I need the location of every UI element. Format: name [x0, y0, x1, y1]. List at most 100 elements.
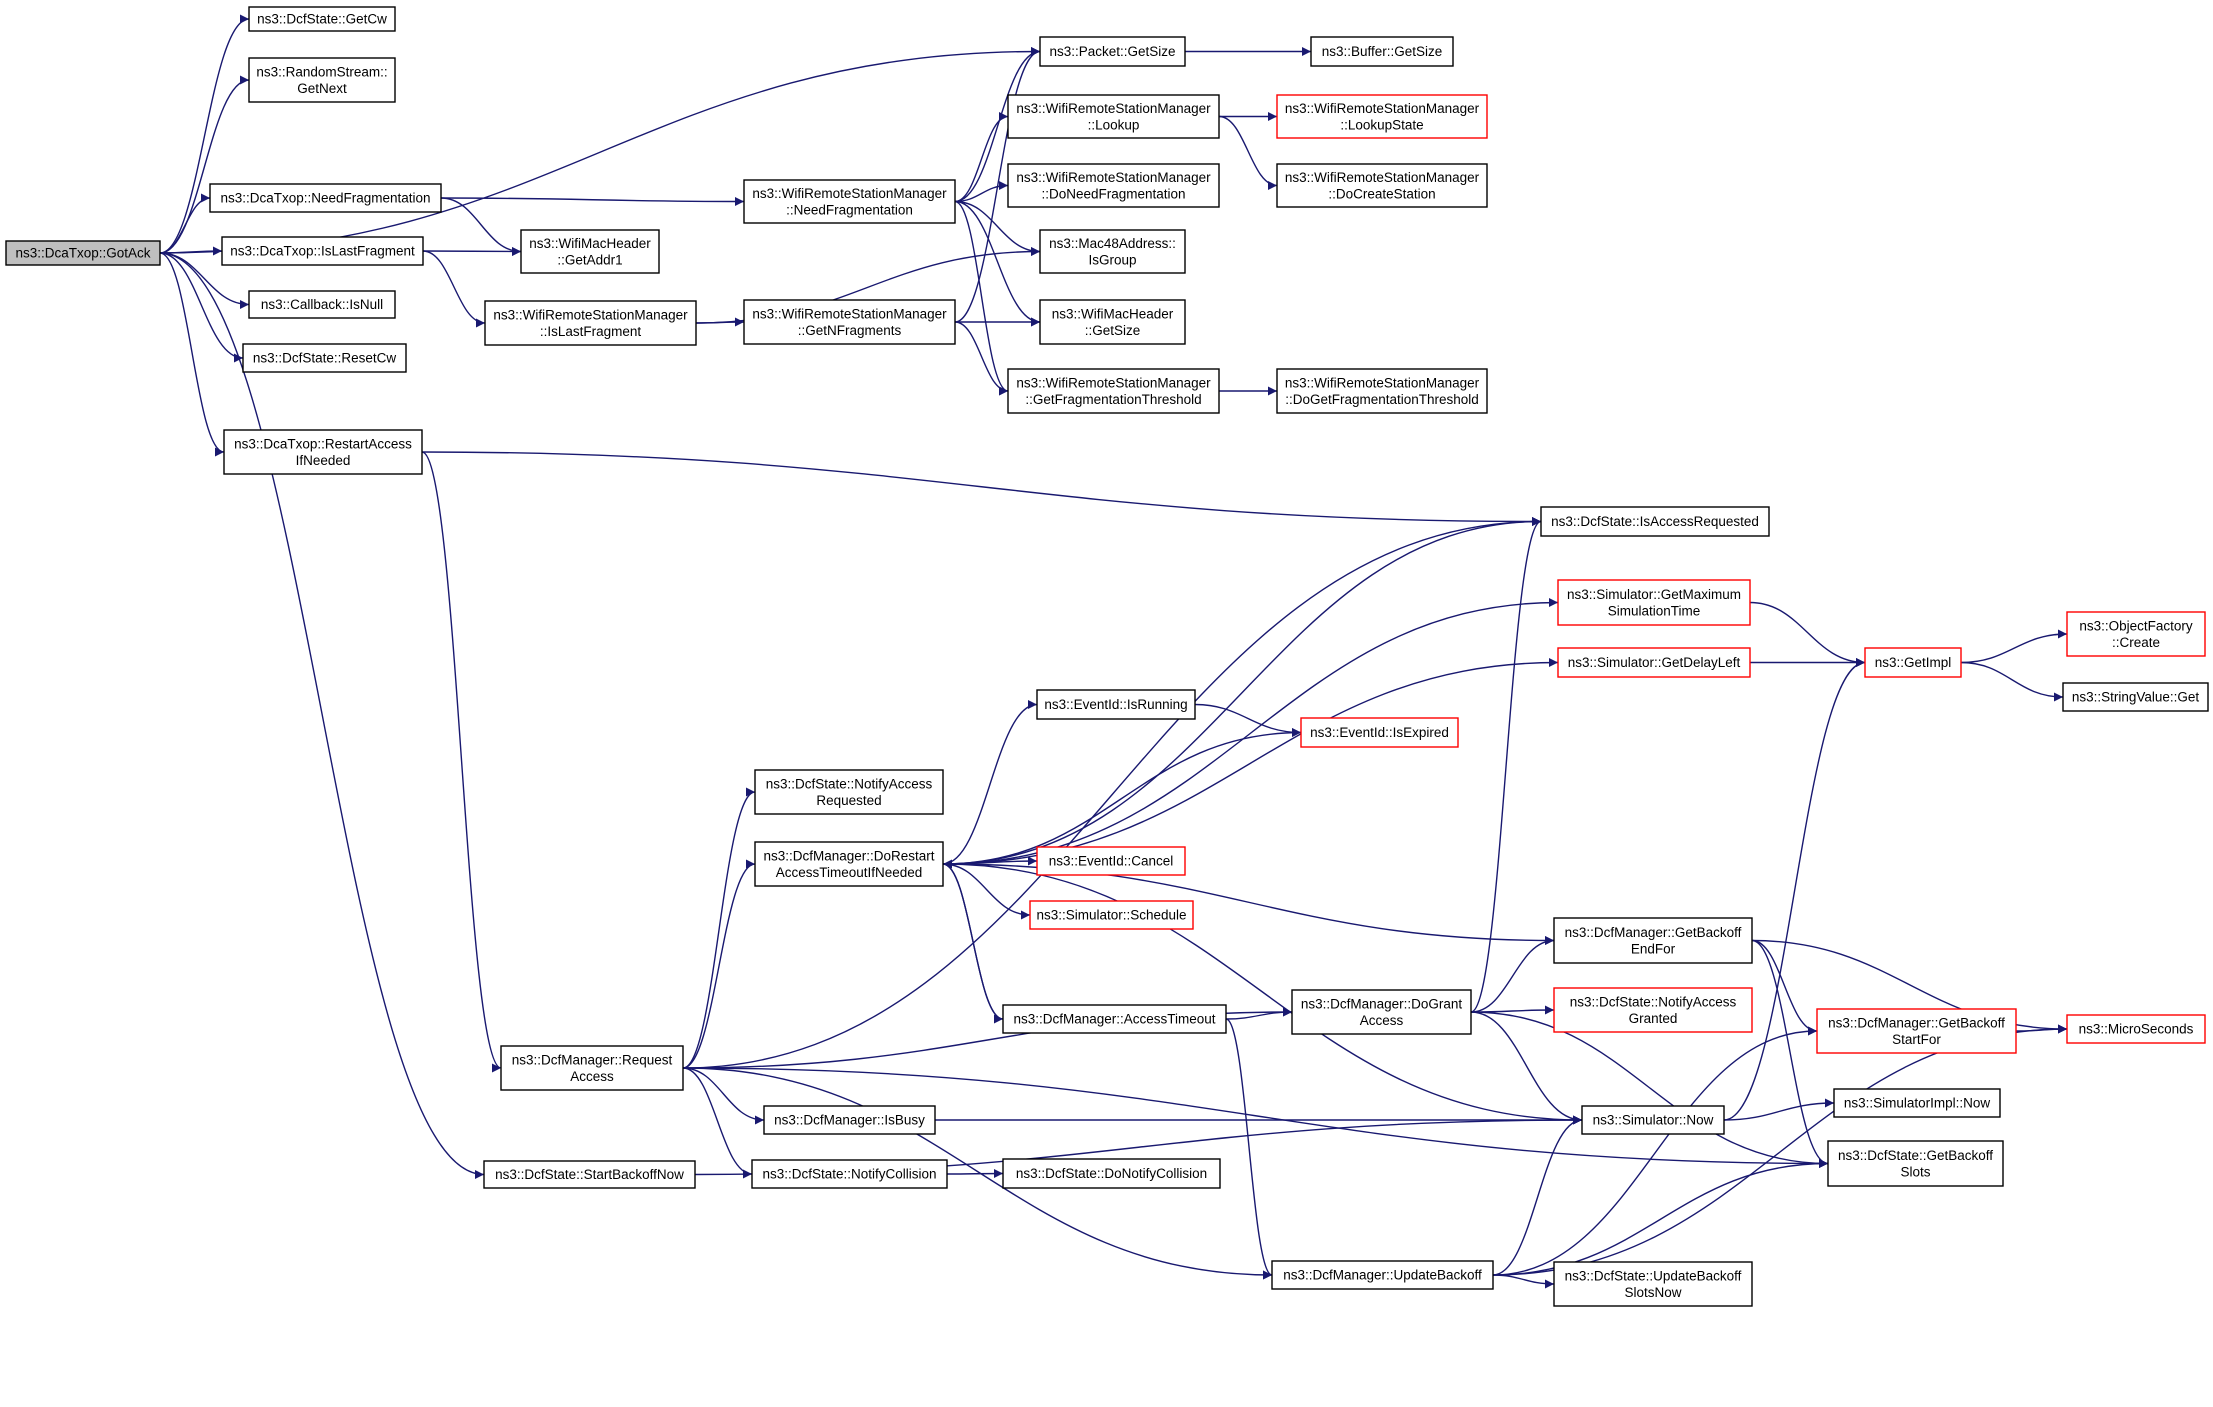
- node-getfragthr[interactable]: ns3::WifiRemoteStationManager::GetFragme…: [1007, 368, 1220, 414]
- edge-dogrant-to-isaccessreq: [1470, 517, 1542, 1013]
- node-label: ::Lookup: [1088, 117, 1140, 132]
- node-notifycollision[interactable]: ns3::DcfState::NotifyCollision: [751, 1159, 948, 1189]
- node-doneedfrag[interactable]: ns3::WifiRemoteStationManager::DoNeedFra…: [1007, 163, 1220, 208]
- edge-dorestart-to-eventisrunning: [942, 700, 1038, 865]
- node-label: ns3::Simulator::GetDelayLeft: [1568, 655, 1741, 670]
- node-isgroup[interactable]: ns3::Mac48Address::IsGroup: [1039, 229, 1186, 274]
- node-layer: ns3::DcaTxop::GotAck ns3::DcfState::GetCw…: [5, 6, 2209, 1307]
- node-stringvalue[interactable]: ns3::StringValue::Get: [2062, 682, 2209, 712]
- node-lookup[interactable]: ns3::WifiRemoteStationManager::Lookup: [1007, 94, 1220, 139]
- node-resetcw[interactable]: ns3::DcfState::ResetCw: [242, 343, 407, 373]
- node-simimplnow[interactable]: ns3::SimulatorImpl::Now: [1833, 1088, 2001, 1118]
- node-packetgetsize[interactable]: ns3::Packet::GetSize: [1039, 36, 1186, 67]
- node-docreatestation[interactable]: ns3::WifiRemoteStationManager::DoCreateS…: [1276, 163, 1488, 208]
- node-randomstream[interactable]: ns3::RandomStream::GetNext: [248, 57, 396, 103]
- node-wrsm_islast[interactable]: ns3::WifiRemoteStationManager::IsLastFra…: [484, 300, 697, 346]
- node-box: [1557, 647, 1751, 678]
- node-label: ns3::DcaTxop::NeedFragmentation: [220, 191, 430, 206]
- node-donotifycollision[interactable]: ns3::DcfState::DoNotifyCollision: [1002, 1158, 1221, 1189]
- node-box: [1557, 579, 1751, 626]
- node-getaddr1[interactable]: ns3::WifiMacHeader::GetAddr1: [520, 229, 660, 274]
- node-microseconds[interactable]: ns3::MicroSeconds: [2066, 1014, 2206, 1044]
- node-updatebackoff[interactable]: ns3::DcfManager::UpdateBackoff: [1271, 1260, 1494, 1290]
- node-isbusy[interactable]: ns3::DcfManager::IsBusy: [763, 1105, 936, 1135]
- node-label: ::LookupState: [1340, 117, 1423, 132]
- node-box: [248, 6, 396, 32]
- node-label: SlotsNow: [1624, 1285, 1681, 1300]
- node-label: AccessTimeoutIfNeeded: [776, 865, 923, 880]
- node-label: ns3::EventId::IsRunning: [1044, 697, 1187, 712]
- edge-getmaxsimtime-to-getimpl: [1749, 601, 1866, 667]
- edge-restartaccess-to-isaccessreq: [421, 451, 1542, 526]
- node-accesstimeout[interactable]: ns3::DcfManager::AccessTimeout: [1002, 1004, 1227, 1034]
- node-label: ::GetNFragments: [798, 323, 902, 338]
- node-buffergetsize[interactable]: ns3::Buffer::GetSize: [1310, 36, 1454, 67]
- node-label: ns3::DcfState::NotifyCollision: [762, 1167, 936, 1182]
- node-getcw[interactable]: ns3::DcfState::GetCw: [248, 6, 396, 32]
- node-gotack[interactable]: ns3::DcaTxop::GotAck: [5, 240, 161, 266]
- node-label: ns3::WifiRemoteStationManager: [1285, 170, 1480, 185]
- node-label: ns3::Packet::GetSize: [1049, 44, 1175, 59]
- edge-dorestart-to-isaccessreq: [942, 517, 1542, 865]
- edge-requestaccess-to-notifyaccessreq: [682, 787, 756, 1069]
- node-eventisrunning[interactable]: ns3::EventId::IsRunning: [1036, 689, 1196, 720]
- edge-layer: [159, 14, 2068, 1289]
- node-box: [1007, 163, 1220, 208]
- node-dorestart[interactable]: ns3::DcfManager::DoRestartAccessTimeoutI…: [754, 841, 944, 887]
- edge-updatebackoff-to-updatebackoffslots: [1492, 1274, 1555, 1289]
- node-startbackoff[interactable]: ns3::DcfState::StartBackoffNow: [483, 1160, 696, 1189]
- node-box: [483, 1160, 696, 1189]
- node-label: ns3::GetImpl: [1875, 655, 1952, 670]
- node-box: [221, 236, 424, 266]
- node-wrsm_getnfrag[interactable]: ns3::WifiRemoteStationManager::GetNFragm…: [743, 299, 956, 345]
- node-label: ns3::DcfManager::DoRestart: [763, 848, 934, 863]
- node-callbackisnull[interactable]: ns3::Callback::IsNull: [248, 290, 396, 319]
- node-box: [1553, 987, 1753, 1033]
- node-label: ns3::DcfManager::UpdateBackoff: [1283, 1268, 1482, 1283]
- node-box: [1581, 1105, 1725, 1135]
- node-machdrgetsize[interactable]: ns3::WifiMacHeader::GetSize: [1039, 299, 1186, 345]
- node-label: ns3::WifiRemoteStationManager: [1285, 101, 1480, 116]
- node-needfrag[interactable]: ns3::DcaTxop::NeedFragmentation: [209, 183, 442, 213]
- node-label: ns3::DcfState::UpdateBackoff: [1565, 1268, 1742, 1283]
- node-label: ns3::WifiMacHeader: [1052, 306, 1174, 321]
- node-label: Slots: [1900, 1164, 1930, 1179]
- edge-dogrant-to-getbackoffslots: [1470, 1011, 1829, 1168]
- node-wrsm_needfrag[interactable]: ns3::WifiRemoteStationManager::NeedFragm…: [743, 179, 956, 224]
- node-lookupstate[interactable]: ns3::WifiRemoteStationManager::LookupSta…: [1276, 94, 1488, 139]
- node-objfactory[interactable]: ns3::ObjectFactory::Create: [2066, 611, 2206, 657]
- node-isaccessreq[interactable]: ns3::DcfState::IsAccessRequested: [1540, 506, 1770, 537]
- edge-accesstimeout-to-dogrant: [1225, 1007, 1293, 1020]
- node-schedule[interactable]: ns3::Simulator::Schedule: [1029, 900, 1194, 930]
- node-label: ::GetFragmentationThreshold: [1025, 392, 1201, 407]
- node-getdelayleft[interactable]: ns3::Simulator::GetDelayLeft: [1557, 647, 1751, 678]
- node-label: ns3::Simulator::Schedule: [1036, 908, 1186, 923]
- node-eventcancel[interactable]: ns3::EventId::Cancel: [1036, 846, 1186, 876]
- node-label: IsGroup: [1088, 252, 1136, 267]
- node-label: ns3::DcaTxop::RestartAccess: [234, 436, 412, 451]
- node-box: [1039, 299, 1186, 345]
- node-label: ns3::DcfState::GetCw: [257, 12, 387, 27]
- node-label: ns3::WifiRemoteStationManager: [752, 186, 947, 201]
- edge-wrsm_needfrag-to-lookup: [954, 112, 1009, 203]
- node-box: [248, 57, 396, 103]
- node-label: ns3::EventId::IsExpired: [1310, 725, 1449, 740]
- node-label: ns3::Callback::IsNull: [261, 297, 383, 312]
- node-label: ::GetSize: [1085, 323, 1141, 338]
- node-eventisexpired[interactable]: ns3::EventId::IsExpired: [1300, 717, 1459, 748]
- node-simnow[interactable]: ns3::Simulator::Now: [1581, 1105, 1725, 1135]
- node-islastfrag[interactable]: ns3::DcaTxop::IsLastFragment: [221, 236, 424, 266]
- node-box: [209, 183, 442, 213]
- node-dogetfragthr[interactable]: ns3::WifiRemoteStationManager::DoGetFrag…: [1276, 368, 1488, 414]
- node-getimpl[interactable]: ns3::GetImpl: [1864, 647, 1962, 678]
